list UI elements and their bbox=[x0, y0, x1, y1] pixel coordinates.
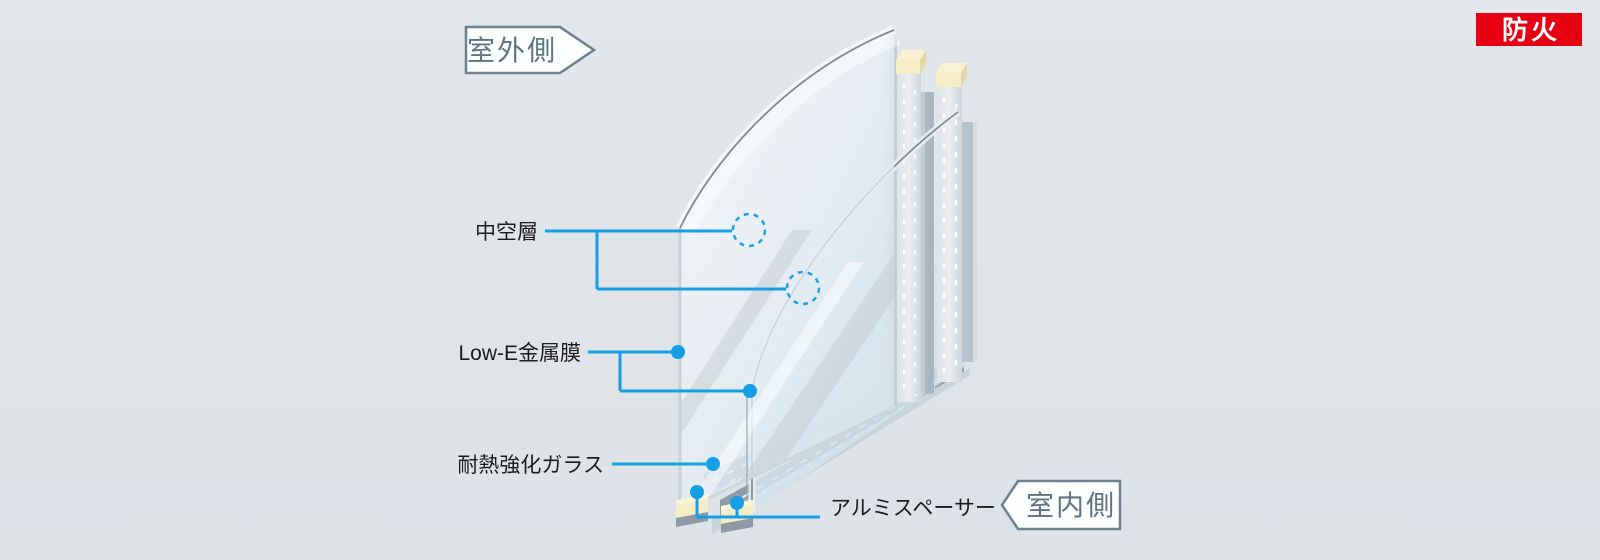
label-air-layer: 中空層 bbox=[475, 221, 538, 244]
fire-rating-badge: 防火 bbox=[1476, 13, 1582, 46]
edge-spacer-2 bbox=[936, 63, 967, 382]
indoor-side-badge-text: 室内側 bbox=[1026, 490, 1116, 521]
outdoor-side-badge-text: 室外側 bbox=[467, 35, 557, 66]
label-heat-glass: 耐熱強化ガラス bbox=[457, 454, 604, 477]
air-gap-circle-1 bbox=[731, 212, 767, 248]
spacer-1-sealant-cap bbox=[896, 50, 926, 74]
label-aluminum-spacer: アルミスペーサー bbox=[830, 497, 996, 520]
glazing-unit-illustration bbox=[675, 25, 977, 534]
annotations: 中空層 Low-E金属膜 耐熱強化ガラス アルミスペーサー bbox=[457, 212, 996, 520]
leader-low-e-film bbox=[588, 345, 757, 398]
spacer-2-sealant-cap bbox=[936, 63, 967, 87]
leader-heat-glass bbox=[612, 457, 720, 471]
leader-air-layer bbox=[545, 212, 821, 306]
fire-rating-badge-text: 防火 bbox=[1502, 15, 1560, 45]
leader-aluminum-spacer bbox=[690, 485, 820, 519]
outdoor-side-badge: 室外側 bbox=[464, 25, 597, 75]
indoor-side-badge: 室内側 bbox=[1000, 479, 1122, 531]
air-gap-circle-2 bbox=[785, 270, 821, 306]
edge-spacer-1 bbox=[896, 50, 926, 402]
label-low-e-film: Low-E金属膜 bbox=[458, 342, 581, 365]
